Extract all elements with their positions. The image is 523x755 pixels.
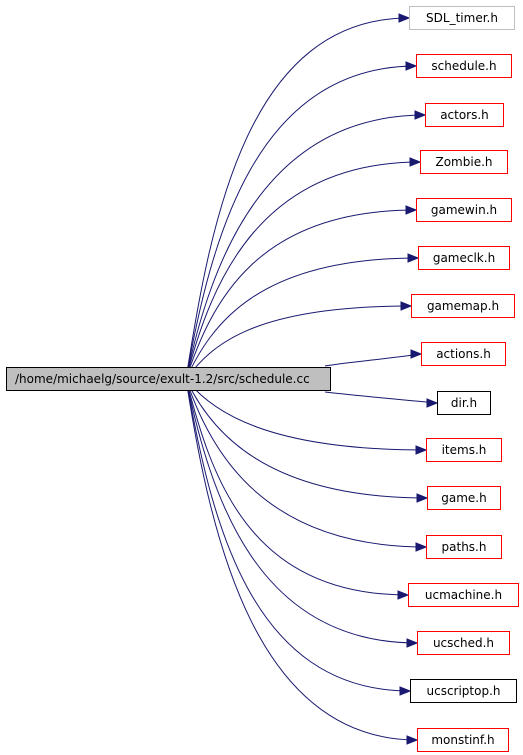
include-edge	[324, 353, 422, 367]
include-node-items-h[interactable]: items.h	[426, 438, 502, 462]
include-edge	[324, 391, 438, 404]
include-node-label: game.h	[441, 491, 487, 505]
include-node-label: items.h	[441, 443, 487, 457]
include-node-label: SDL_timer.h	[426, 11, 498, 25]
include-edge-arrowhead	[416, 493, 429, 503]
include-node-dir-h[interactable]: dir.h	[437, 391, 491, 415]
include-node-gamewin-h[interactable]: gamewin.h	[416, 198, 512, 222]
root-file-label: /home/michaelg/source/exult-1.2/src/sche…	[15, 372, 310, 386]
include-node-label: monstinf.h	[431, 733, 495, 747]
include-edge	[185, 378, 411, 692]
include-node-game-h[interactable]: game.h	[427, 486, 501, 510]
include-node-label: ucsched.h	[432, 636, 495, 650]
include-edge-arrowhead	[410, 349, 423, 359]
include-node-paths-h[interactable]: paths.h	[426, 535, 502, 559]
include-edge	[185, 378, 427, 451]
include-edge	[185, 65, 417, 380]
include-edge-arrowhead	[405, 205, 418, 215]
include-edge-arrowhead	[406, 735, 419, 745]
include-edges	[185, 13, 439, 745]
include-node-label: schedule.h	[431, 59, 497, 73]
include-node-gameclk-h[interactable]: gameclk.h	[418, 246, 510, 270]
include-node-sdl-timer-h[interactable]: SDL_timer.h	[409, 6, 515, 30]
include-node-schedule-h[interactable]: schedule.h	[416, 54, 512, 78]
include-node-ucscriptop-h[interactable]: ucscriptop.h	[410, 679, 517, 703]
include-edge	[185, 378, 428, 499]
include-node-label: Zombie.h	[435, 155, 493, 169]
include-edge-arrowhead	[397, 590, 410, 600]
include-node-label: actions.h	[436, 347, 491, 361]
include-node-actors-h[interactable]: actors.h	[425, 103, 504, 127]
include-edge-arrowhead	[407, 253, 420, 263]
include-edge-arrowhead	[400, 301, 413, 311]
include-edge-arrowhead	[426, 398, 439, 408]
include-node-label: ucscriptop.h	[426, 684, 501, 698]
include-node-monstinf-h[interactable]: monstinf.h	[417, 728, 509, 752]
include-edge	[185, 378, 418, 644]
include-edge-arrowhead	[405, 61, 418, 71]
include-edge-arrowhead	[415, 542, 428, 552]
root-file-node: /home/michaelg/source/exult-1.2/src/sche…	[6, 367, 331, 391]
include-edge	[185, 114, 426, 380]
include-edge	[185, 257, 419, 380]
include-node-label: dir.h	[450, 396, 478, 410]
include-node-zombie-h[interactable]: Zombie.h	[420, 150, 508, 174]
include-node-label: paths.h	[441, 540, 487, 554]
include-edge	[185, 17, 410, 380]
include-edge-arrowhead	[415, 445, 428, 455]
include-node-label: ucmachine.h	[424, 588, 503, 602]
include-node-ucsched-h[interactable]: ucsched.h	[417, 631, 510, 655]
include-edge	[185, 378, 409, 596]
include-edge-arrowhead	[398, 13, 411, 23]
include-node-label: gamewin.h	[430, 203, 498, 217]
include-node-label: actors.h	[440, 108, 489, 122]
include-edge-arrowhead	[414, 110, 427, 120]
include-edge	[185, 378, 427, 548]
include-node-label: gameclk.h	[432, 251, 496, 265]
include-node-gamemap-h[interactable]: gamemap.h	[411, 294, 515, 318]
include-node-ucmachine-h[interactable]: ucmachine.h	[408, 583, 519, 607]
include-edge-arrowhead	[406, 638, 419, 648]
include-edge	[185, 378, 418, 741]
include-edge	[185, 161, 421, 380]
include-node-label: gamemap.h	[426, 299, 500, 313]
include-edge	[185, 305, 412, 380]
include-edge-arrowhead	[399, 686, 412, 696]
include-edge-arrowhead	[409, 157, 422, 167]
include-edge	[185, 209, 417, 380]
include-node-actions-h[interactable]: actions.h	[421, 342, 506, 366]
